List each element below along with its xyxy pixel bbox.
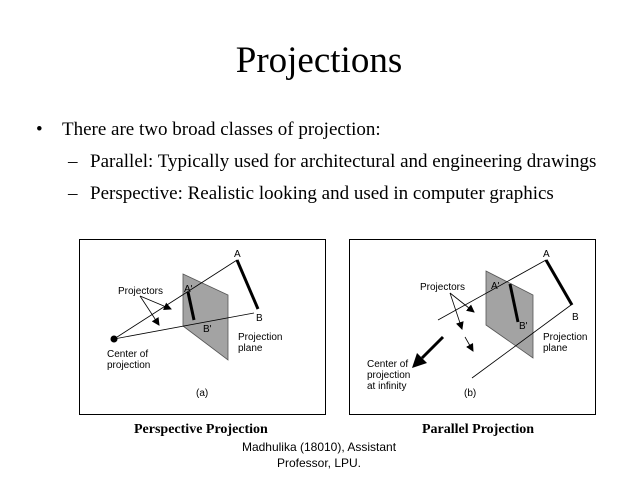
- label-a: A: [543, 249, 550, 260]
- sub-bullet-mark: –: [68, 183, 78, 204]
- label-projection-plane-1: Projection: [238, 332, 282, 343]
- footer: Madhulika (18010), Assistant Professor, …: [219, 439, 419, 471]
- pointer-arrow: [139, 295, 172, 310]
- footer-line-2: Professor, LPU.: [276, 456, 362, 470]
- slide-title: Projections: [235, 40, 403, 81]
- label-projection-plane-2: plane: [543, 343, 568, 354]
- object-line-ab: [544, 259, 574, 306]
- projector-line: [113, 259, 238, 340]
- parallel-projection-figure: A A' B B' Projectors Projection plane Ce…: [349, 239, 596, 415]
- label-b-prime: B': [519, 321, 528, 332]
- projected-line-a-prime-b-prime: [508, 283, 520, 323]
- parallel-diagram: A A' B B' Projectors Projection plane Ce…: [367, 249, 587, 399]
- sub-bullet-text: Perspective: Realistic looking and used …: [90, 183, 554, 204]
- label-projectors: Projectors: [420, 282, 465, 293]
- label-b: B: [572, 312, 579, 323]
- pointer-arrow: [464, 336, 474, 352]
- label-a: A: [234, 249, 241, 260]
- label-center-2: projection: [367, 370, 410, 381]
- figure-tag: (b): [464, 388, 476, 399]
- projection-plane: [485, 270, 534, 359]
- pointer-arrow: [139, 295, 160, 326]
- object-line-ab: [235, 259, 260, 310]
- label-b-prime: B': [203, 324, 212, 335]
- label-a-prime: A': [491, 281, 500, 292]
- bullet-list: • There are two broad classes of project…: [36, 118, 626, 206]
- sub-bullet-parallel: – Parallel: Typically used for architect…: [36, 150, 626, 174]
- direction-of-projection-arrow: [420, 335, 445, 360]
- label-b: B: [256, 313, 263, 324]
- pointer-arrow: [449, 292, 475, 313]
- projector-line: [113, 312, 255, 340]
- label-projection-plane-1: Projection: [543, 332, 587, 343]
- pointer-arrow: [449, 292, 464, 330]
- label-center-3: at infinity: [367, 381, 406, 392]
- label-a-prime: A': [184, 284, 193, 295]
- label-projection-plane-2: plane: [238, 343, 263, 354]
- perspective-projection-figure: A A' B B' Projectors Projection plane Ce…: [79, 239, 326, 415]
- caption-parallel: Parallel Projection: [422, 422, 535, 437]
- label-projectors: Projectors: [118, 286, 163, 297]
- sub-bullet-perspective: – Perspective: Realistic looking and use…: [36, 182, 626, 206]
- projector-line: [471, 304, 572, 379]
- figure-tag: (a): [196, 388, 208, 399]
- center-of-projection-point: [110, 335, 118, 343]
- label-center-1: Center of: [107, 349, 148, 360]
- label-center-1: Center of: [367, 359, 408, 370]
- bullet-mark: •: [36, 119, 43, 140]
- perspective-diagram: A A' B B' Projectors Projection plane Ce…: [107, 249, 282, 399]
- bullet-text: There are two broad classes of projectio…: [62, 119, 381, 140]
- caption-perspective: Perspective Projection: [134, 422, 268, 437]
- direction-arrow-head: [412, 353, 427, 368]
- sub-bullet-text: Parallel: Typically used for architectur…: [90, 151, 597, 172]
- footer-line-1: Madhulika (18010), Assistant: [241, 440, 397, 454]
- label-center-2: projection: [107, 360, 150, 371]
- bullet-item: • There are two broad classes of project…: [36, 118, 626, 142]
- projection-plane: [182, 273, 229, 361]
- sub-bullet-mark: –: [68, 151, 78, 172]
- projected-line-a-prime-b-prime: [186, 291, 196, 321]
